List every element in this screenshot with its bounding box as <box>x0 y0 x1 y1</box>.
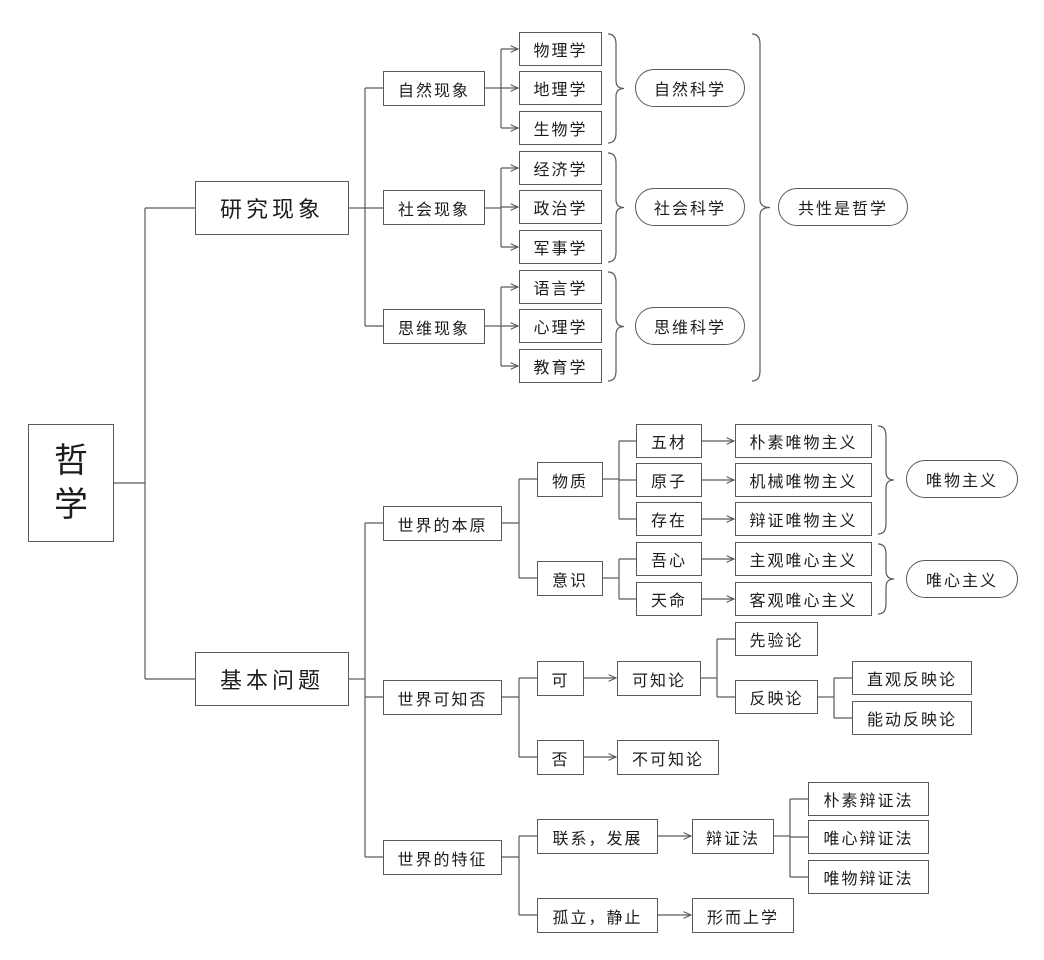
research-phenomena-node: 研究现象 <box>195 181 349 235</box>
idealism-group: 唯心主义 <box>906 560 1018 598</box>
school-objective-idealism: 客观唯心主义 <box>735 582 872 616</box>
common-philosophy-node: 共性是哲学 <box>778 188 908 226</box>
intuitive-reflection-node: 直观反映论 <box>852 661 972 695</box>
term-five-elements: 五材 <box>636 424 702 458</box>
root-char-2: 学 <box>54 485 88 525</box>
natural-science-group: 自然科学 <box>635 69 745 107</box>
term-my-mind: 吾心 <box>636 542 702 576</box>
school-mechanical-materialism: 机械唯物主义 <box>735 463 872 497</box>
apriorism-node: 先验论 <box>735 622 818 656</box>
subject-economics: 经济学 <box>519 151 602 185</box>
knowability-theory-node: 可知论 <box>617 661 701 696</box>
no-node: 否 <box>537 740 584 775</box>
isolation-static-node: 孤立，静止 <box>537 898 658 933</box>
subject-politics: 政治学 <box>519 190 602 224</box>
world-features-node: 世界的特征 <box>383 840 502 875</box>
yes-node: 可 <box>537 661 584 696</box>
subject-education: 教育学 <box>519 349 602 383</box>
subject-psychology: 心理学 <box>519 309 602 343</box>
matter-node: 物质 <box>537 462 603 497</box>
world-origin-node: 世界的本原 <box>383 506 502 541</box>
term-atom: 原子 <box>636 463 702 497</box>
school-subjective-idealism: 主观唯心主义 <box>735 542 872 576</box>
root-char-1: 哲 <box>54 441 88 481</box>
subject-biology: 生物学 <box>519 111 602 145</box>
thinking-science-group: 思维科学 <box>635 307 745 345</box>
naive-dialectics-node: 朴素辩证法 <box>808 782 929 816</box>
thinking-phenomena-node: 思维现象 <box>383 309 485 344</box>
connection-development-node: 联系，发展 <box>537 819 658 854</box>
school-dialectical-materialism: 辩证唯物主义 <box>735 502 872 536</box>
materialism-group: 唯物主义 <box>906 460 1018 498</box>
term-existence: 存在 <box>636 502 702 536</box>
basic-questions-node: 基本问题 <box>195 652 349 706</box>
subject-military: 军事学 <box>519 230 602 264</box>
natural-phenomena-node: 自然现象 <box>383 71 485 106</box>
knowability-node: 世界可知否 <box>383 680 502 715</box>
school-naive-materialism: 朴素唯物主义 <box>735 424 872 458</box>
term-fate: 天命 <box>636 582 702 616</box>
materialist-dialectics-node: 唯物辩证法 <box>808 860 929 894</box>
subject-physics: 物理学 <box>519 32 602 66</box>
reflection-theory-node: 反映论 <box>735 680 818 714</box>
root-node: 哲 学 <box>28 424 114 542</box>
idealist-dialectics-node: 唯心辩证法 <box>808 820 929 854</box>
dialectics-node: 辩证法 <box>692 819 774 854</box>
agnosticism-node: 不可知论 <box>617 740 719 775</box>
consciousness-node: 意识 <box>537 561 603 596</box>
social-science-group: 社会科学 <box>635 188 745 226</box>
metaphysics-node: 形而上学 <box>692 898 794 933</box>
social-phenomena-node: 社会现象 <box>383 190 485 225</box>
active-reflection-node: 能动反映论 <box>852 701 972 735</box>
subject-linguistics: 语言学 <box>519 270 602 304</box>
subject-geography: 地理学 <box>519 71 602 105</box>
